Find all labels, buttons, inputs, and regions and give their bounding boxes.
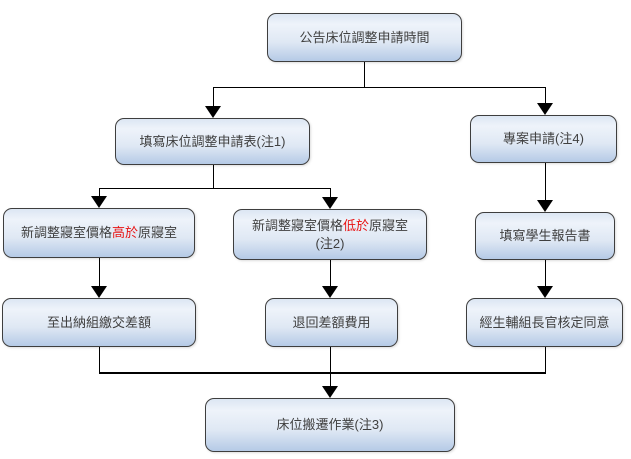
arrowhead-down-icon [91,286,107,298]
price-lower-text-pre: 新調整寢室價格 [251,217,343,233]
arrowhead-down-icon [322,386,338,398]
connector-line [544,260,546,287]
price-higher-text-post: 原寢室 [138,225,178,241]
node-bed-relocation-label: 床位搬遷作業(注3) [276,417,384,433]
arrowhead-down-icon [537,103,553,115]
connector-line [98,187,100,198]
arrowhead-down-icon [91,196,107,208]
node-special-application-label: 專案申請(注4) [503,131,584,147]
node-officer-approval: 經生輔組長官核定同意 [466,298,623,347]
node-price-lower-label: 新調整寢室價格低於原寢室 [252,217,408,235]
connector-line [329,260,331,287]
node-student-report-label: 填寫學生報告書 [499,228,591,244]
connector-line [212,86,546,88]
price-lower-text-post: 原寢室 [369,217,409,233]
price-higher-text-highlight: 高於 [111,225,138,241]
arrowhead-down-icon [322,286,338,298]
node-refund-difference-label: 退回差額費用 [292,314,371,330]
connector-line [212,86,214,108]
connector-line [544,86,546,105]
node-announce-time-label: 公告床位調整申請時間 [299,29,430,45]
arrowhead-down-icon [537,286,553,298]
node-pay-difference: 至出納組繳交差額 [2,298,196,347]
node-pay-difference-label: 至出納組繳交差額 [46,314,151,330]
node-student-report: 填寫學生報告書 [475,212,615,260]
connector-line [98,347,100,374]
connector-line [329,347,331,387]
node-officer-approval-label: 經生輔組長官核定同意 [479,314,610,330]
node-announce-time: 公告床位調整申請時間 [267,13,462,62]
node-fill-application-form-label: 填寫床位調整申請表(注1) [139,133,286,149]
node-price-lower-note: (注2) [315,235,345,251]
connector-line [212,165,214,188]
connector-line [544,347,546,374]
connector-line [363,62,365,87]
node-refund-difference: 退回差額費用 [265,298,398,347]
connector-line [98,372,546,374]
connector-line [329,187,331,199]
price-higher-text-pre: 新調整寢室價格 [20,225,112,241]
connector-line [98,187,331,189]
node-price-lower: 新調整寢室價格低於原寢室 (注2) [233,209,427,260]
connector-line [544,163,546,201]
node-fill-application-form: 填寫床位調整申請表(注1) [115,118,310,165]
connector-line [98,258,100,287]
node-bed-relocation: 床位搬遷作業(注3) [205,398,455,452]
arrowhead-down-icon [537,200,553,212]
node-price-higher-label: 新調整寢室價格高於原寢室 [21,224,177,242]
price-lower-text-highlight: 低於 [342,217,369,233]
node-price-higher: 新調整寢室價格高於原寢室 [3,208,195,258]
arrowhead-down-icon [322,197,338,209]
node-special-application: 專案申請(注4) [470,115,617,163]
arrowhead-down-icon [205,106,221,118]
